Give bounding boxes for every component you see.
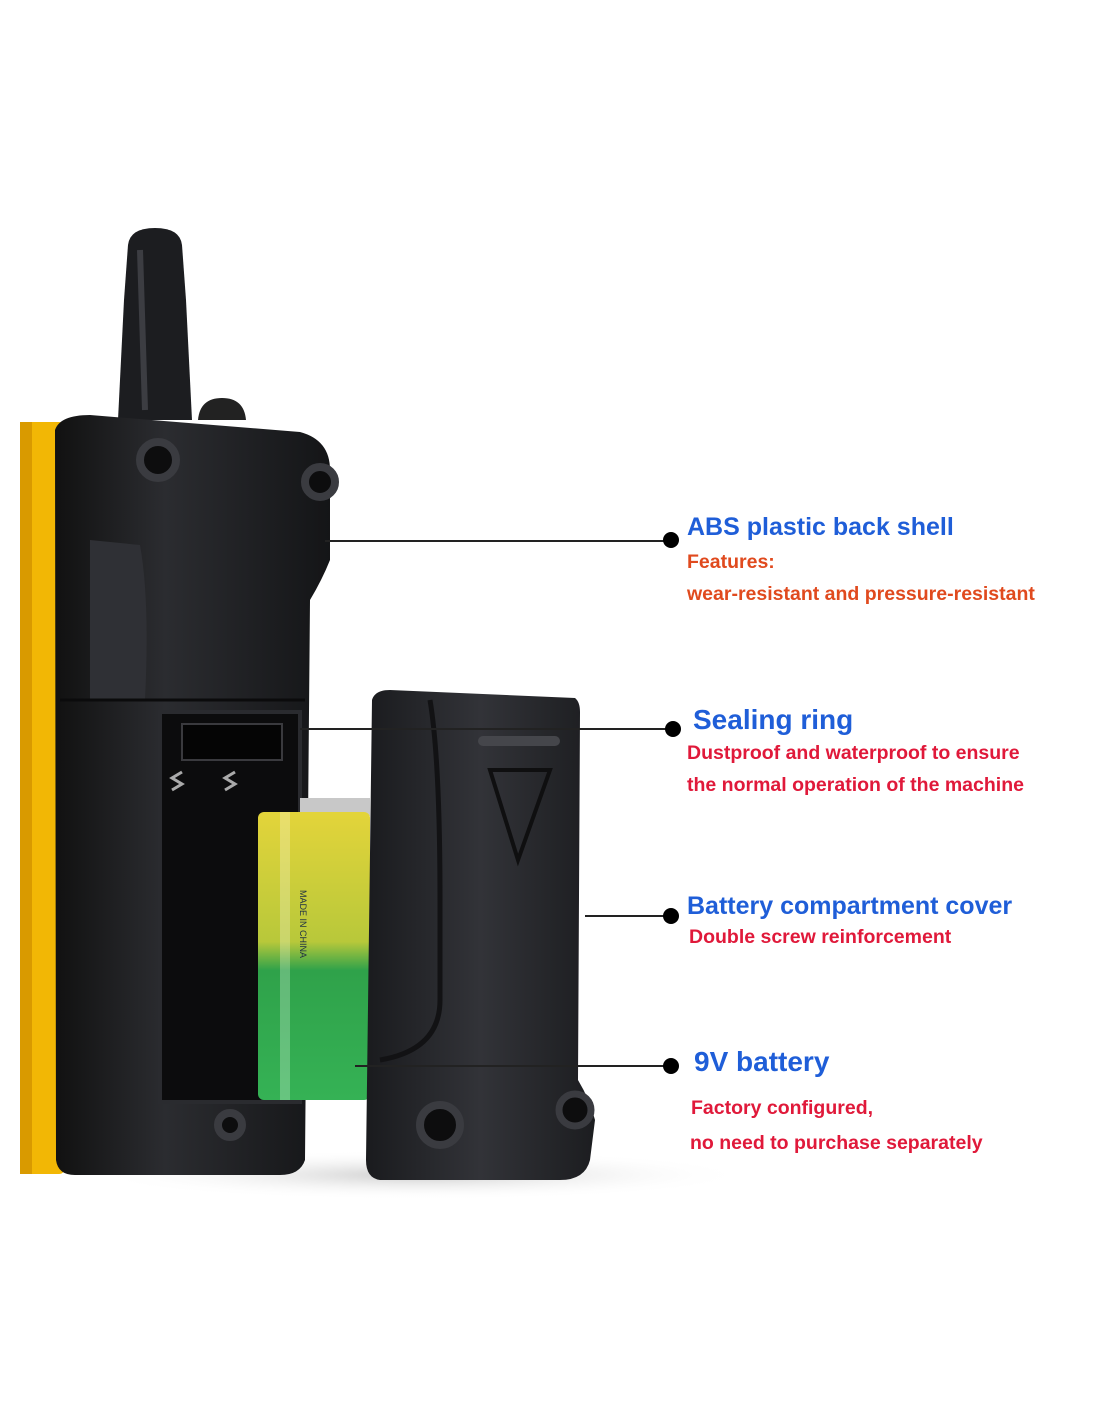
callout-title: ABS plastic back shell	[687, 513, 954, 541]
callout-dot-battery	[663, 1058, 679, 1074]
callout-feature: Features:	[687, 551, 775, 573]
callout-dot-sealing	[665, 721, 681, 737]
screw-holes	[136, 438, 339, 1141]
antenna	[118, 228, 192, 420]
callout-feature: Dustproof and waterproof to ensure	[687, 742, 1020, 764]
callout-feature: no need to purchase separately	[690, 1132, 983, 1154]
callout-title: Battery compartment cover	[687, 892, 1013, 920]
callout-feature: wear-resistant and pressure-resistant	[687, 583, 1035, 605]
callout-back-shell: ABS plastic back shell Features: wear-re…	[687, 512, 1035, 610]
callout-line-battery	[355, 1065, 671, 1067]
callout-feature: the normal operation of the machine	[687, 774, 1024, 796]
callout-dot-cover	[663, 908, 679, 924]
battery-label: MADE IN CHINA	[298, 890, 308, 958]
callout-feature: Factory configured,	[691, 1097, 874, 1119]
callout-feature: Double screw reinforcement	[689, 926, 952, 948]
9v-battery: MADE IN CHINA	[258, 798, 370, 1100]
callout-line-cover	[585, 915, 671, 917]
lanyard-loop	[198, 398, 246, 420]
callout-dot-shell	[663, 532, 679, 548]
callout-title: Sealing ring	[693, 704, 854, 735]
callout-sealing-ring: Sealing ring Dustproof and waterproof to…	[687, 704, 1024, 801]
sealing-ring-slot	[181, 723, 283, 761]
callout-line-sealing	[300, 728, 674, 730]
battery-compartment-cover	[366, 690, 595, 1180]
callout-cover: Battery compartment cover Double screw r…	[687, 891, 1012, 953]
callout-line-shell	[325, 540, 671, 542]
callout-battery: 9V battery Factory configured, no need t…	[690, 1046, 983, 1161]
callout-title: 9V battery	[694, 1046, 830, 1077]
